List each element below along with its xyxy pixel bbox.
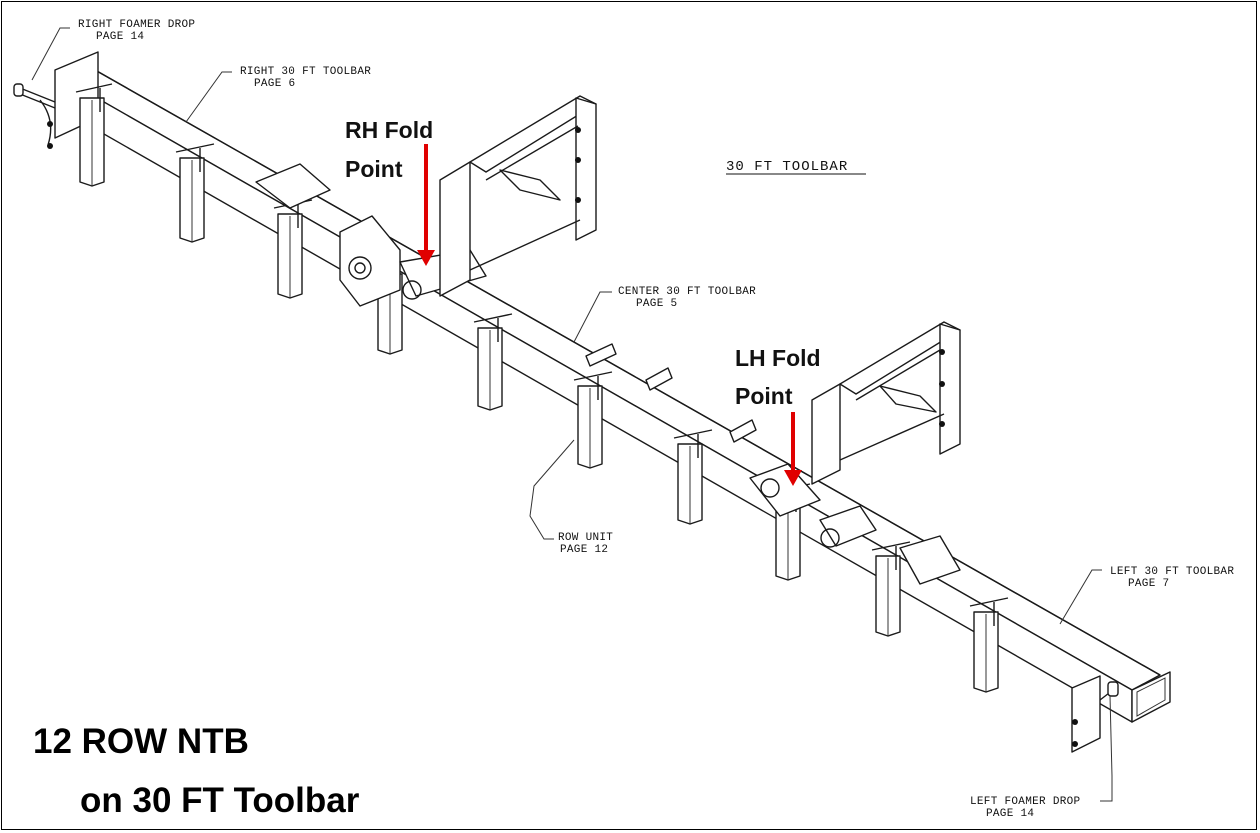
row-unit-page: PAGE 12	[560, 544, 608, 556]
right-toolbar-page: PAGE 6	[254, 78, 295, 90]
right-foamer-page: PAGE 14	[96, 31, 144, 43]
right-toolbar-label: RIGHT 30 FT TOOLBAR	[240, 66, 371, 78]
row-unit	[871, 541, 911, 637]
left-toolbar-label: LEFT 30 FT TOOLBAR	[1110, 566, 1234, 578]
row-unit	[673, 429, 713, 525]
row-unit	[969, 597, 1009, 693]
row-unit	[175, 143, 215, 243]
right-fold-frame	[255, 95, 597, 307]
center-toolbar-label: CENTER 30 FT TOOLBAR	[618, 286, 756, 298]
lh-fold-arrow	[784, 412, 802, 486]
row-unit	[75, 83, 113, 187]
row-unit-label: ROW UNIT	[558, 532, 613, 544]
left-fold-frame	[749, 321, 961, 585]
toolbar-heading: 30 FT TOOLBAR	[726, 159, 848, 175]
left-foamer-label: LEFT FOAMER DROP	[970, 796, 1081, 808]
leader-lines	[31, 27, 1113, 802]
right-foamer-drop	[13, 83, 56, 149]
row-unit	[573, 371, 613, 469]
rh-fold-label: RH Fold	[345, 117, 433, 143]
row-unit	[273, 199, 313, 299]
left-toolbar-page: PAGE 7	[1128, 578, 1169, 590]
rh-fold-label-point: Point	[345, 156, 403, 182]
left-foamer-page: PAGE 14	[986, 808, 1034, 820]
rh-fold-arrow	[417, 144, 435, 266]
left-foamer-drop	[1071, 675, 1119, 753]
diagram-title: 12 ROW NTB	[33, 722, 249, 761]
right-foamer-label: RIGHT FOAMER DROP	[78, 19, 195, 31]
row-unit	[473, 313, 513, 411]
lh-fold-label: LH Fold	[735, 345, 821, 371]
center-toolbar-page: PAGE 5	[636, 298, 677, 310]
toolbar-beam	[54, 51, 1171, 723]
diagram-subtitle: on 30 FT Toolbar	[80, 781, 360, 820]
center-brackets	[585, 343, 757, 443]
lh-fold-label-point: Point	[735, 383, 793, 409]
